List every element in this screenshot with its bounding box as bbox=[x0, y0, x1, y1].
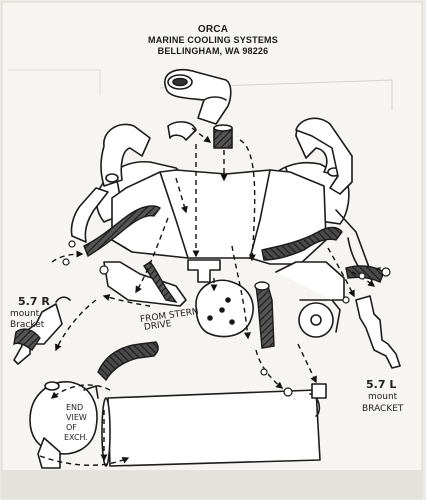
hose-right-long bbox=[261, 226, 343, 261]
bolt-1 bbox=[99, 265, 109, 275]
flow-line-14 bbox=[297, 343, 317, 384]
paper-bottom-shadow bbox=[2, 470, 422, 498]
hose-exchanger bbox=[97, 341, 159, 382]
product-line: MARINE COOLING SYSTEMS bbox=[148, 35, 278, 45]
left-riser bbox=[100, 123, 151, 187]
paste-edge-2 bbox=[8, 69, 101, 95]
flow-line-7 bbox=[135, 217, 169, 294]
flow-line-10 bbox=[50, 384, 111, 399]
flow-line-5 bbox=[231, 245, 251, 340]
tee-fitting bbox=[187, 259, 221, 283]
end-view-exchanger bbox=[29, 381, 99, 469]
bolt-3 bbox=[62, 258, 70, 266]
flow-line-1 bbox=[191, 127, 212, 143]
right-block-lower bbox=[275, 261, 345, 301]
paste-edge bbox=[159, 79, 393, 110]
mount-right-label-3: Bracket bbox=[10, 320, 45, 330]
heat-exchanger bbox=[101, 383, 327, 467]
bolt-2 bbox=[68, 240, 76, 248]
mount-left-label-3: BRACKET bbox=[362, 404, 404, 414]
bolt-7 bbox=[283, 387, 293, 397]
flow-line-8 bbox=[102, 294, 151, 307]
end-view-label-3: OF bbox=[66, 423, 77, 432]
bolt-5 bbox=[358, 272, 366, 280]
company-location: BELLINGHAM, WA 98226 bbox=[157, 46, 269, 56]
water-pump bbox=[195, 279, 254, 338]
hose-left-mid bbox=[143, 261, 178, 304]
small-elbow bbox=[167, 121, 197, 141]
right-pulley bbox=[298, 299, 341, 338]
flow-line-15 bbox=[175, 177, 188, 214]
bolt-4 bbox=[342, 296, 350, 304]
hose-mount-left bbox=[345, 265, 385, 283]
company-name: ORCA bbox=[197, 24, 229, 35]
end-view-label-4: EXCH. bbox=[64, 433, 88, 442]
flow-line-9 bbox=[55, 299, 97, 352]
mount-left-label-2: mount bbox=[368, 392, 398, 402]
mount-right-label: 5.7 R bbox=[18, 295, 50, 308]
thermostat-cap bbox=[213, 124, 233, 149]
hose-mount-right bbox=[13, 328, 41, 352]
bolt-8 bbox=[260, 368, 268, 376]
top-elbow-fitting bbox=[164, 68, 232, 125]
end-view-label-1: END bbox=[66, 403, 84, 412]
mount-right-label-2: mount bbox=[10, 309, 40, 319]
bolt-6 bbox=[381, 267, 391, 277]
hose-left-long bbox=[83, 205, 162, 258]
flow-line-11 bbox=[39, 455, 130, 466]
flow-line-16 bbox=[51, 250, 84, 263]
flow-line-4 bbox=[239, 139, 256, 262]
end-view-label-2: VIEW bbox=[66, 413, 87, 422]
left-mount-bracket bbox=[355, 295, 401, 369]
flow-line-18 bbox=[327, 247, 355, 298]
mount-left-label: 5.7 L bbox=[366, 378, 397, 391]
flow-line-13 bbox=[255, 349, 284, 389]
far-left-elbow bbox=[70, 187, 109, 243]
hose-right-cap bbox=[254, 281, 270, 291]
